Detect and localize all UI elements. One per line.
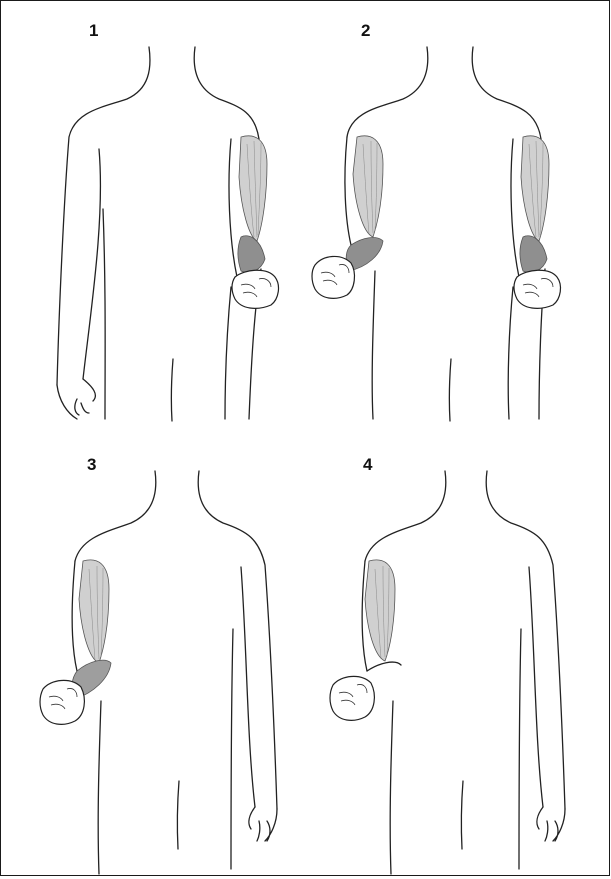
- left-fist: [40, 680, 84, 724]
- left-arm-inner-outline: [83, 149, 100, 379]
- left-torso-line: [103, 209, 105, 419]
- left-torso-line: [98, 701, 101, 874]
- panel-3: 3: [9, 449, 309, 879]
- right-neck-shoulder-outline: [486, 471, 565, 809]
- right-arm-inner-outline: [529, 567, 543, 807]
- panel-1-figure: [9, 9, 309, 439]
- panel-4: 4: [301, 449, 601, 879]
- right-torso-line: [231, 629, 233, 869]
- panel-1: 1: [9, 9, 309, 439]
- right-neck-shoulder-outline: [198, 471, 277, 809]
- right-arm-muscles: [229, 136, 267, 277]
- left-arm-muscles: [72, 560, 111, 699]
- right-relaxed-hand: [249, 807, 277, 841]
- panel-4-figure: [301, 449, 601, 879]
- panel-2-figure: [301, 9, 601, 439]
- forearm-muscle: [520, 236, 547, 273]
- left-neck-shoulder-outline: [365, 471, 446, 561]
- left-torso-line: [372, 271, 375, 419]
- right-relaxed-hand: [537, 807, 565, 841]
- left-neck-shoulder-outline: [347, 47, 428, 137]
- panel-2: 2: [301, 9, 601, 439]
- spine-line: [449, 359, 451, 421]
- right-arm-inner-outline: [241, 567, 255, 807]
- right-neck-shoulder-outline: [472, 47, 541, 139]
- right-fist: [514, 270, 560, 308]
- right-arm-muscles: [511, 136, 549, 277]
- right-torso-line: [225, 287, 231, 419]
- spine-line: [177, 781, 179, 849]
- left-arm-muscles: [362, 560, 401, 671]
- left-fist: [330, 676, 374, 720]
- left-neck-shoulder-outline: [75, 471, 156, 561]
- spine-line: [171, 359, 173, 421]
- right-neck-shoulder-outline: [194, 47, 259, 139]
- right-torso-line: [519, 629, 521, 869]
- left-relaxed-hand: [57, 379, 95, 419]
- panel-3-figure: [9, 449, 309, 879]
- left-torso-line: [390, 701, 393, 874]
- right-torso-line: [508, 287, 513, 419]
- right-fist: [232, 270, 278, 308]
- left-fist: [312, 256, 354, 298]
- spine-line: [461, 781, 463, 849]
- forearm-muscle: [238, 236, 265, 273]
- left-arm-muscles: [345, 136, 383, 271]
